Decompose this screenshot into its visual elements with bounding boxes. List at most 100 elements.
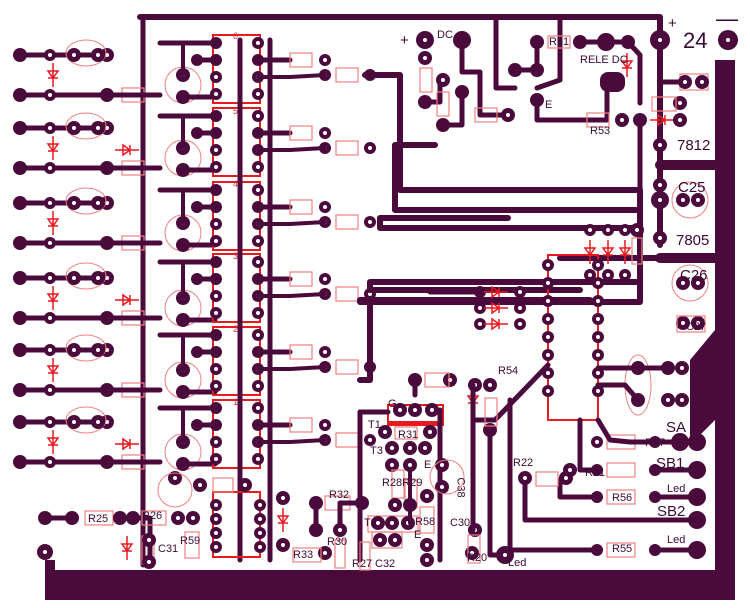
pad-hole — [425, 494, 429, 498]
pad-hole — [390, 521, 394, 525]
pad-hole — [48, 241, 52, 245]
power-voltage-label: 24 — [683, 28, 708, 53]
pad-hole — [623, 228, 627, 232]
pad-hole — [214, 294, 218, 298]
r30-label: R30 — [327, 536, 348, 548]
pad-hole — [214, 222, 218, 226]
sa-label: SA — [666, 419, 687, 436]
copper-trace — [577, 39, 643, 106]
pad-hole — [383, 430, 387, 434]
pad-hole — [546, 371, 550, 375]
pad-hole — [425, 558, 429, 562]
pad-hole — [518, 322, 522, 326]
pad-hole — [256, 333, 260, 337]
pad-hole — [595, 440, 599, 444]
pad-hole — [596, 263, 600, 267]
pad-hole — [488, 383, 492, 387]
diode-icon — [46, 70, 60, 80]
resistor-outline — [212, 477, 234, 493]
resistor-outline — [289, 344, 313, 360]
resistor-outline — [292, 547, 322, 563]
resistor-outline — [474, 107, 498, 123]
diode-icon — [46, 218, 60, 228]
r28r29-label: R28R29 — [382, 477, 423, 489]
pad-hole — [338, 528, 342, 532]
diode-icon — [620, 60, 634, 70]
connector-outline — [65, 262, 107, 290]
pad-hole — [680, 366, 684, 370]
copper-trace — [534, 14, 563, 91]
diode-icon — [120, 543, 134, 553]
pad-hole — [258, 545, 262, 549]
r58-label: R58 — [415, 516, 436, 528]
pad-hole — [696, 281, 700, 285]
r32-label: R32 — [329, 489, 350, 501]
pad-hole — [258, 531, 262, 535]
pad-hole — [658, 143, 662, 147]
resistor-outline — [141, 510, 167, 526]
pad-hole — [546, 353, 550, 357]
pad-hole — [214, 457, 218, 461]
signal-trace — [357, 297, 373, 383]
resistor-outline — [335, 286, 359, 302]
pad-hole — [256, 260, 260, 264]
electrolytic-capacitor-outline — [157, 472, 193, 508]
pad-hole — [214, 92, 218, 96]
resistor-outline — [289, 125, 313, 141]
pad-hole — [96, 420, 100, 424]
pad-hole — [596, 371, 600, 375]
pad-hole — [48, 166, 52, 170]
led2-label: Led — [667, 534, 686, 546]
resistor-outline — [631, 237, 643, 265]
led1-label: Led — [667, 483, 686, 495]
pad-hole — [256, 114, 260, 118]
ic-number-1: 1 — [233, 397, 239, 407]
pad-hole — [48, 316, 52, 320]
copper-trace — [487, 427, 503, 558]
resistor-outline — [335, 140, 359, 156]
diode-icon — [491, 301, 501, 315]
pad-hole — [256, 311, 260, 315]
pad-hole — [48, 420, 52, 424]
pad-hole — [398, 408, 402, 412]
r33-label: R33 — [293, 549, 314, 561]
pad-hole — [214, 384, 218, 388]
pad-hole — [72, 53, 76, 57]
pad-hole — [256, 92, 260, 96]
pad-hole — [48, 53, 52, 57]
connector-outline — [65, 406, 107, 434]
pad-hole — [48, 460, 52, 464]
pad-hole — [198, 483, 202, 487]
resistor-outline — [547, 35, 571, 49]
pad-hole — [368, 146, 372, 150]
r55-label: R55 — [612, 543, 633, 555]
copper-trace — [472, 362, 551, 423]
pad-hole — [214, 311, 218, 315]
pad-hole — [323, 551, 327, 555]
relay-label: RELE DC — [580, 54, 628, 66]
pad-hole — [256, 41, 260, 45]
ic-outline — [212, 399, 261, 469]
pad-hole — [48, 201, 52, 205]
pad-hole — [96, 53, 100, 57]
pad-hole — [214, 503, 218, 507]
pad-hole — [596, 299, 600, 303]
resistor-outline — [606, 542, 636, 558]
resistor-outline — [289, 417, 313, 433]
diode-icon — [122, 143, 132, 157]
pad-hole — [658, 183, 662, 187]
c26-label: C26 — [680, 267, 708, 284]
resistor-outline — [289, 52, 313, 68]
pad-hole — [323, 58, 327, 62]
diode-icon — [601, 247, 615, 257]
pad-hole — [258, 517, 262, 521]
pad-hole — [596, 317, 600, 321]
pad-hole — [256, 188, 260, 192]
copper-trace — [422, 77, 443, 105]
r53-label: R53 — [590, 125, 611, 137]
c38-label: C38 — [454, 477, 467, 498]
pad-hole — [678, 118, 682, 122]
diode-icon — [491, 317, 501, 331]
pad-hole — [470, 551, 474, 555]
r26-label: R26 — [142, 510, 163, 522]
